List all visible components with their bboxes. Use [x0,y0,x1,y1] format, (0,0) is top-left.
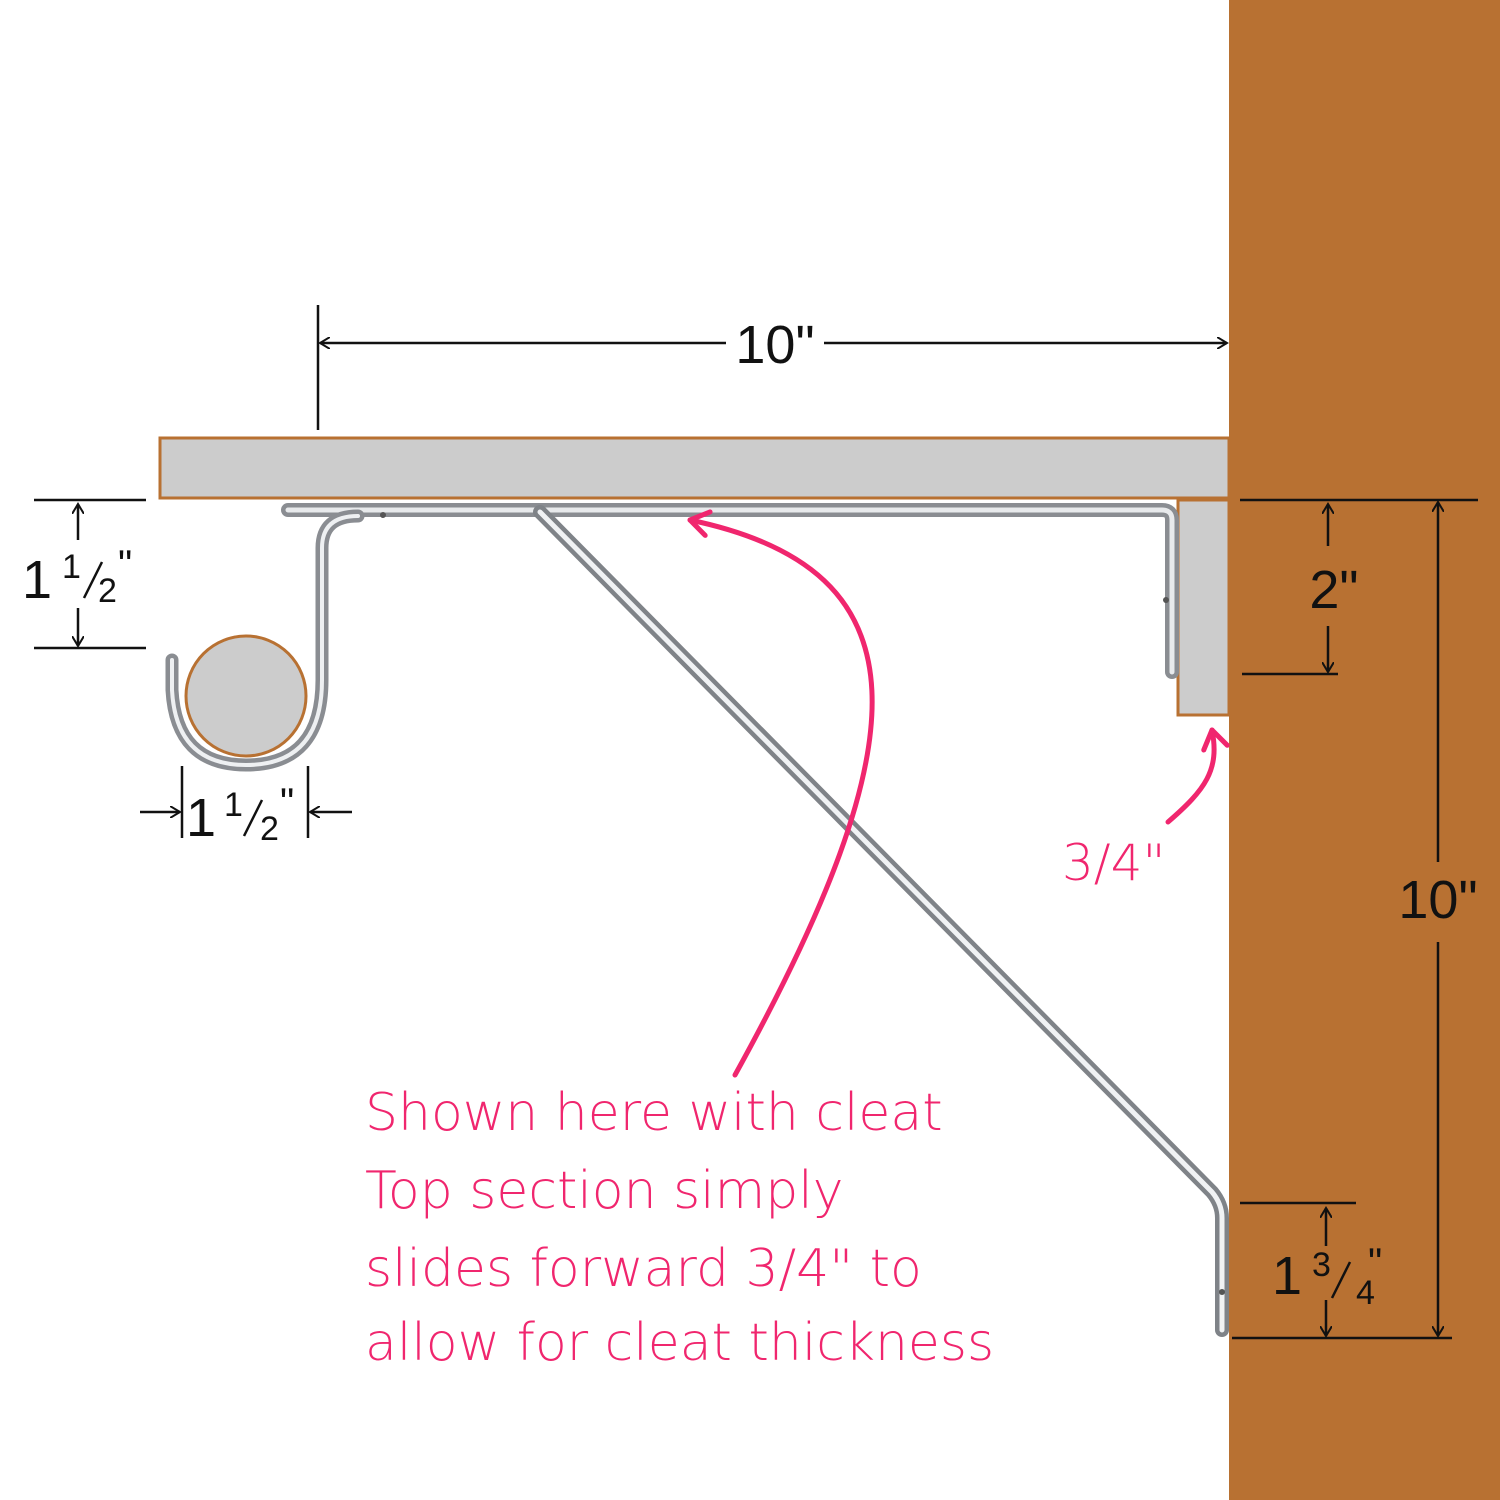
dim-shelf-depth-label: 10" [735,315,814,375]
note-line-2: Top section simply [365,1161,844,1221]
note-line-1: Shown here with cleat [365,1083,943,1143]
cleat [1176,498,1231,717]
dim-bracket-height [1232,498,1478,1340]
svg-text:1: 1 [62,548,81,586]
svg-text:": " [1368,1241,1382,1285]
dim-shelf-depth [316,305,1227,430]
dim-cleat-height [1242,504,1338,676]
annotation-arrow-to-cleat [1165,727,1230,825]
dim-rod-diameter [140,766,352,838]
shelf-board [158,436,1231,500]
note-line-3: slides forward 3/4" to [365,1239,922,1299]
note-line-4: allow for cleat thickness [365,1313,994,1373]
wall [1229,0,1500,1500]
annotation-note: Shown here with cleat Top section simply… [365,1083,994,1373]
screw-hole-cleat [1163,597,1169,603]
dim-cleat-height-label: 2" [1309,560,1358,620]
svg-text:2: 2 [98,572,117,610]
svg-text:4: 4 [1356,1274,1375,1312]
cleat-thickness-label: 3/4" [1062,834,1165,892]
svg-text:2: 2 [260,810,279,848]
svg-text:1: 1 [224,786,243,824]
dim-hook-height [34,498,146,650]
svg-text:3: 3 [1312,1246,1331,1284]
bracket-top-strap [281,503,1179,679]
svg-text:1: 1 [22,550,52,610]
dim-foot-height-label: 1 3 4 " [1272,1241,1382,1312]
dim-rod-diameter-label: 1 1 2 " [186,781,294,848]
annotation-arrow-to-strap [687,509,875,1078]
screw-hole-foot [1219,1289,1225,1295]
dim-hook-height-label: 1 1 2 " [22,543,132,610]
dim-foot-height [1240,1201,1356,1336]
svg-text:1: 1 [186,788,216,848]
screw-hole-top [380,512,386,518]
svg-text:": " [280,781,294,825]
dim-bracket-height-label: 10" [1398,870,1477,930]
svg-text:1: 1 [1272,1246,1302,1306]
metal-bracket [165,503,1229,1337]
closet-rod [184,634,308,758]
svg-text:": " [118,543,132,587]
